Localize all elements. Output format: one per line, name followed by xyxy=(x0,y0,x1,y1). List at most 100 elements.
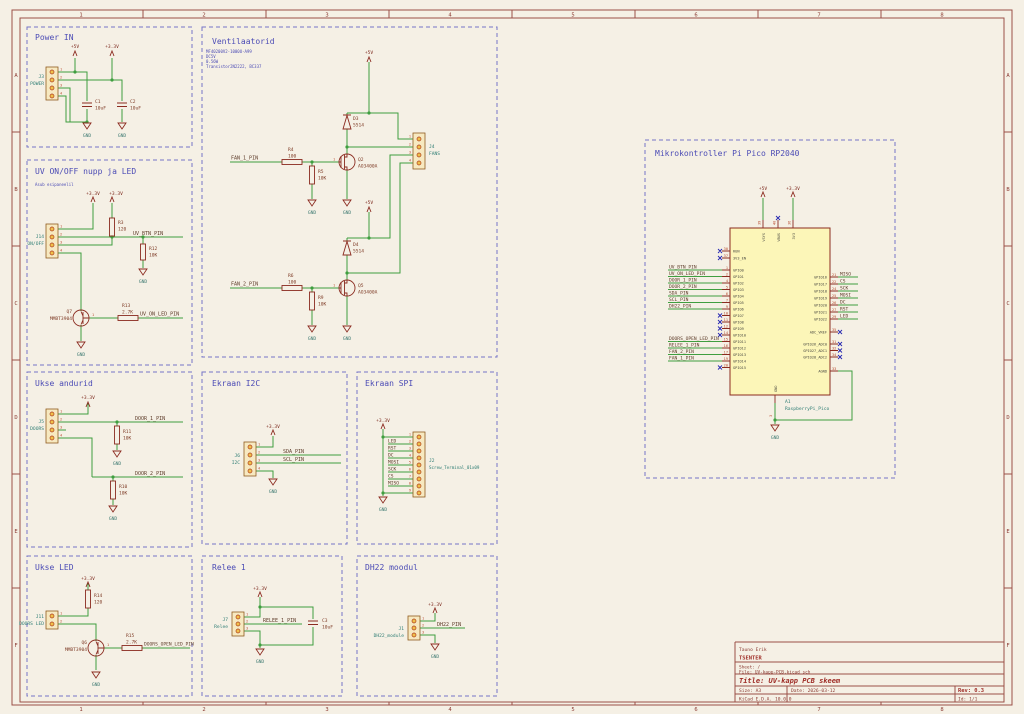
net-label[interactable]: RELEE_1_PIN xyxy=(669,342,700,348)
connector-j5[interactable]: J5 DOORS 1 2 3 4 xyxy=(30,408,62,444)
resistor-r5[interactable]: R5 10K xyxy=(309,165,327,185)
capacitor-c2[interactable]: C2 10uF xyxy=(117,99,141,112)
net-label-sda[interactable]: SDA_PIN xyxy=(283,449,304,455)
net-label-cs[interactable]: CS xyxy=(388,474,394,480)
net-label-fan2[interactable]: FAN_2_PIN xyxy=(231,282,258,288)
resistor-r3[interactable]: R3 120 xyxy=(109,217,127,237)
net-label-dh22[interactable]: DH22_PIN xyxy=(437,622,461,628)
net-label[interactable]: FAN_2_PIN xyxy=(669,349,694,355)
transistor-q7[interactable]: Q7 MMBT3904 1 xyxy=(50,309,94,327)
section-door-sensors[interactable]: Ukse andurid +3.3V J5 DOORS 1 2 3 4 DOOR… xyxy=(26,371,193,548)
net-label[interactable]: DH22_PIN xyxy=(669,303,691,309)
resistor-r14[interactable]: R14 120 xyxy=(85,589,103,609)
net-label-doors-open[interactable]: DOORS_OPEN_LED_PIN xyxy=(144,642,194,648)
ref: R3 xyxy=(118,220,124,226)
section-i2c[interactable]: Ekraan I2C +3.3V J6 I2C 1 2 3 4 SDA_PIN … xyxy=(201,371,348,545)
net-label-dc[interactable]: DC xyxy=(388,453,394,459)
connector-j7[interactable]: J7 Relee 1 2 3 xyxy=(214,611,248,637)
mcu-raspberrypi-pico[interactable]: 39 40 36 VSYS VBUS 3V3 30 RUN 37 3V3_EN … xyxy=(717,215,843,417)
power-flag-3v3[interactable]: +3.3V xyxy=(105,44,119,57)
ref: R5 xyxy=(318,169,324,175)
connector-j11[interactable]: J11 DOORS LED 1 2 xyxy=(19,610,62,630)
net-label-uv-led[interactable]: UV_ON_LED_PIN xyxy=(140,312,179,318)
gnd-label: GND xyxy=(139,279,148,285)
section-fans[interactable]: Ventilaatorid MF40200V2-1000U-A99 DC5V 0… xyxy=(201,26,498,358)
value: DOORS LED xyxy=(19,621,44,627)
pin-num: 9 xyxy=(409,489,411,493)
connector-j3[interactable]: J3 POWER 1 2 3 4 xyxy=(30,66,62,101)
net-label[interactable]: UV_BTN_PIN xyxy=(669,264,697,270)
transistor-q6[interactable]: Q6 MMBT3904 1 xyxy=(65,639,109,657)
net-label-uv-btn[interactable]: UV_BTN_PIN xyxy=(133,231,163,237)
connector-j14[interactable]: J14 ON/OFF 1 2 3 4 xyxy=(27,223,62,259)
net-label[interactable]: MISO xyxy=(840,271,851,277)
pin-num: 4 xyxy=(409,159,411,163)
connector-j6[interactable]: J6 I2C 1 2 3 4 xyxy=(232,441,260,477)
net-label-door1[interactable]: DOOR_1_PIN xyxy=(135,416,165,422)
pin-name: ADC_VREF xyxy=(810,331,827,335)
net-label-miso[interactable]: MISO xyxy=(388,481,399,487)
section-door-led[interactable]: Ukse LED +3.3V R14 120 J11 DOORS LED 1 2… xyxy=(19,555,194,697)
resistor-r13[interactable]: R13 2.7K xyxy=(117,303,139,321)
pin-num: 3 xyxy=(60,84,62,88)
pin-name: GPIO10 xyxy=(733,334,746,338)
net-label[interactable]: DOORS_OPEN_LED_PIN xyxy=(669,336,719,342)
resistor-r6[interactable]: R6 100 xyxy=(281,273,303,291)
net-label-mosi[interactable]: MOSI xyxy=(388,460,399,466)
frame-col: 4 xyxy=(448,707,452,713)
net-label[interactable]: LED xyxy=(840,313,849,319)
resistor-r4[interactable]: R4 100 xyxy=(281,147,303,165)
net-label[interactable]: UV_ON_LED_PIN xyxy=(669,271,705,277)
section-pico[interactable]: Mikrokontroller Pi Pico RP2040 +5V +3.3V… xyxy=(644,139,896,479)
net-label[interactable]: MOSI xyxy=(840,292,851,298)
ref: D4 xyxy=(353,242,359,248)
ref: A1 xyxy=(785,399,791,405)
connector-j1[interactable]: J1 DH22_module 1 2 3 xyxy=(374,615,425,641)
resistor-r9[interactable]: R9 10K xyxy=(309,291,327,311)
section-power-in[interactable]: Power IN +5V +3.3V J3 POWER 1 2 3 4 C1 1… xyxy=(26,26,193,148)
pin-num: 35 xyxy=(832,328,836,332)
capacitor-c1[interactable]: C1 10uF xyxy=(82,99,106,112)
diode-d3[interactable]: D3 5514 xyxy=(342,113,364,130)
section-dh22[interactable]: DH22 moodul +3.3V J1 DH22_module 1 2 3 D… xyxy=(356,555,498,697)
gnd-label: GND xyxy=(118,133,127,139)
net-label[interactable]: DOOR_1_PIN xyxy=(669,277,697,283)
resistor-r10[interactable]: R10 10K xyxy=(110,480,128,500)
net-label-door2[interactable]: DOOR_2_PIN xyxy=(135,471,165,477)
net-label[interactable]: SCK xyxy=(840,285,849,291)
net-label[interactable]: SCL_PIN xyxy=(669,297,689,303)
gnd-symbol[interactable]: GND GND xyxy=(82,122,127,139)
connector-j4[interactable]: 1 2 3 4 J4 FANS xyxy=(409,132,440,170)
section-title: DH22 moodul xyxy=(365,563,418,572)
net-label-sck[interactable]: SCK xyxy=(388,467,397,473)
mosfet-q5[interactable]: Q5 AO3400A 1 xyxy=(333,279,378,297)
net-label-fan1[interactable]: FAN_1_PIN xyxy=(231,156,258,162)
ref: Q7 xyxy=(66,309,72,315)
net-label-rst[interactable]: RST xyxy=(388,446,397,452)
net-label[interactable]: CS xyxy=(840,278,846,284)
connector-j2[interactable]: 1 2 3 4 5 6 7 8 9 J2 Screw_Terminal_01x0… xyxy=(409,431,480,498)
net-label[interactable]: FAN_1_PIN xyxy=(669,355,694,361)
section-spi[interactable]: Ekraan SPI +3.3V 1 2 3 4 5 6 7 8 9 J2 Sc… xyxy=(356,371,498,545)
frame-col: 6 xyxy=(694,707,697,713)
pin-num: 36 xyxy=(788,221,792,225)
pin-num: 3 xyxy=(422,631,424,635)
capacitor-c3[interactable]: C3 10uF xyxy=(308,618,333,631)
net-label[interactable]: RST xyxy=(840,306,849,312)
section-relay[interactable]: Relee 1 +3.3V J7 Relee 1 2 3 RELEE_1_PIN… xyxy=(201,555,343,697)
net-label[interactable]: DC xyxy=(840,299,846,305)
power-flag-5v[interactable]: +5V xyxy=(71,44,80,57)
resistor-r12[interactable]: R12 10K xyxy=(140,243,158,261)
net-label-relee[interactable]: RELEE_1_PIN xyxy=(263,618,296,624)
resistor-r11[interactable]: R11 10K xyxy=(114,425,132,445)
mosfet-q2[interactable]: Q2 AO3400A 1 xyxy=(333,153,378,171)
net-label[interactable]: DOOR_2_PIN xyxy=(669,284,697,290)
frame-col: 6 xyxy=(694,13,697,19)
net-label[interactable]: SDA_PIN xyxy=(669,290,689,296)
section-uv-onoff[interactable]: UV ON/OFF nupp ja LED Asub esipaneelil +… xyxy=(26,159,193,366)
net-label-led[interactable]: LED xyxy=(388,439,397,445)
diode-d4[interactable]: D4 5514 xyxy=(342,239,364,256)
resistor-r15[interactable]: R15 2.7K xyxy=(121,633,143,651)
net-label-scl[interactable]: SCL_PIN xyxy=(283,457,304,463)
